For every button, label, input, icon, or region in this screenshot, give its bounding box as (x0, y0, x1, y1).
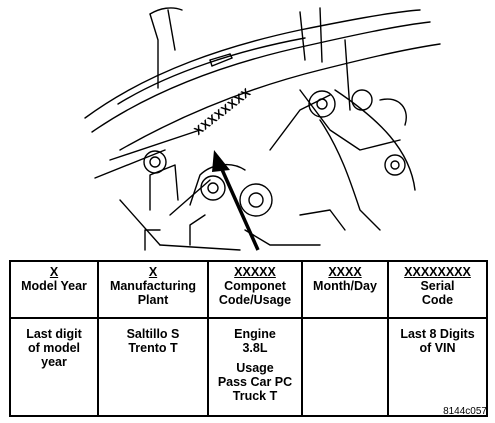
header-manufacturing-plant: X Manufacturing Plant (97, 260, 209, 319)
engine-code-table: X Model Year X Manufacturing Plant XXXXX… (9, 260, 488, 417)
table-value-row: Last digit of model year Saltillo S Tren… (9, 317, 488, 417)
figure-id: 8144c057 (443, 406, 487, 417)
pointer-arrow-shaft (218, 164, 260, 251)
header-month-day: XXXX Month/Day (301, 260, 389, 319)
table-header-row: X Model Year X Manufacturing Plant XXXXX… (9, 260, 488, 319)
header-model-year: X Model Year (9, 260, 99, 319)
value-serial-code: Last 8 Digits of VIN (387, 317, 488, 417)
header-component-code: XXXXX Componet Code/Usage (207, 260, 303, 319)
header-serial-code: XXXXXXXX Serial Code (387, 260, 488, 319)
value-model-year: Last digit of model year (9, 317, 99, 417)
value-manufacturing-plant: Saltillo S Trento T (97, 317, 209, 417)
pointer-arrow-head (212, 150, 230, 172)
value-component-code: Engine 3.8L Usage Pass Car PC Truck T (207, 317, 303, 417)
value-month-day (301, 317, 389, 417)
